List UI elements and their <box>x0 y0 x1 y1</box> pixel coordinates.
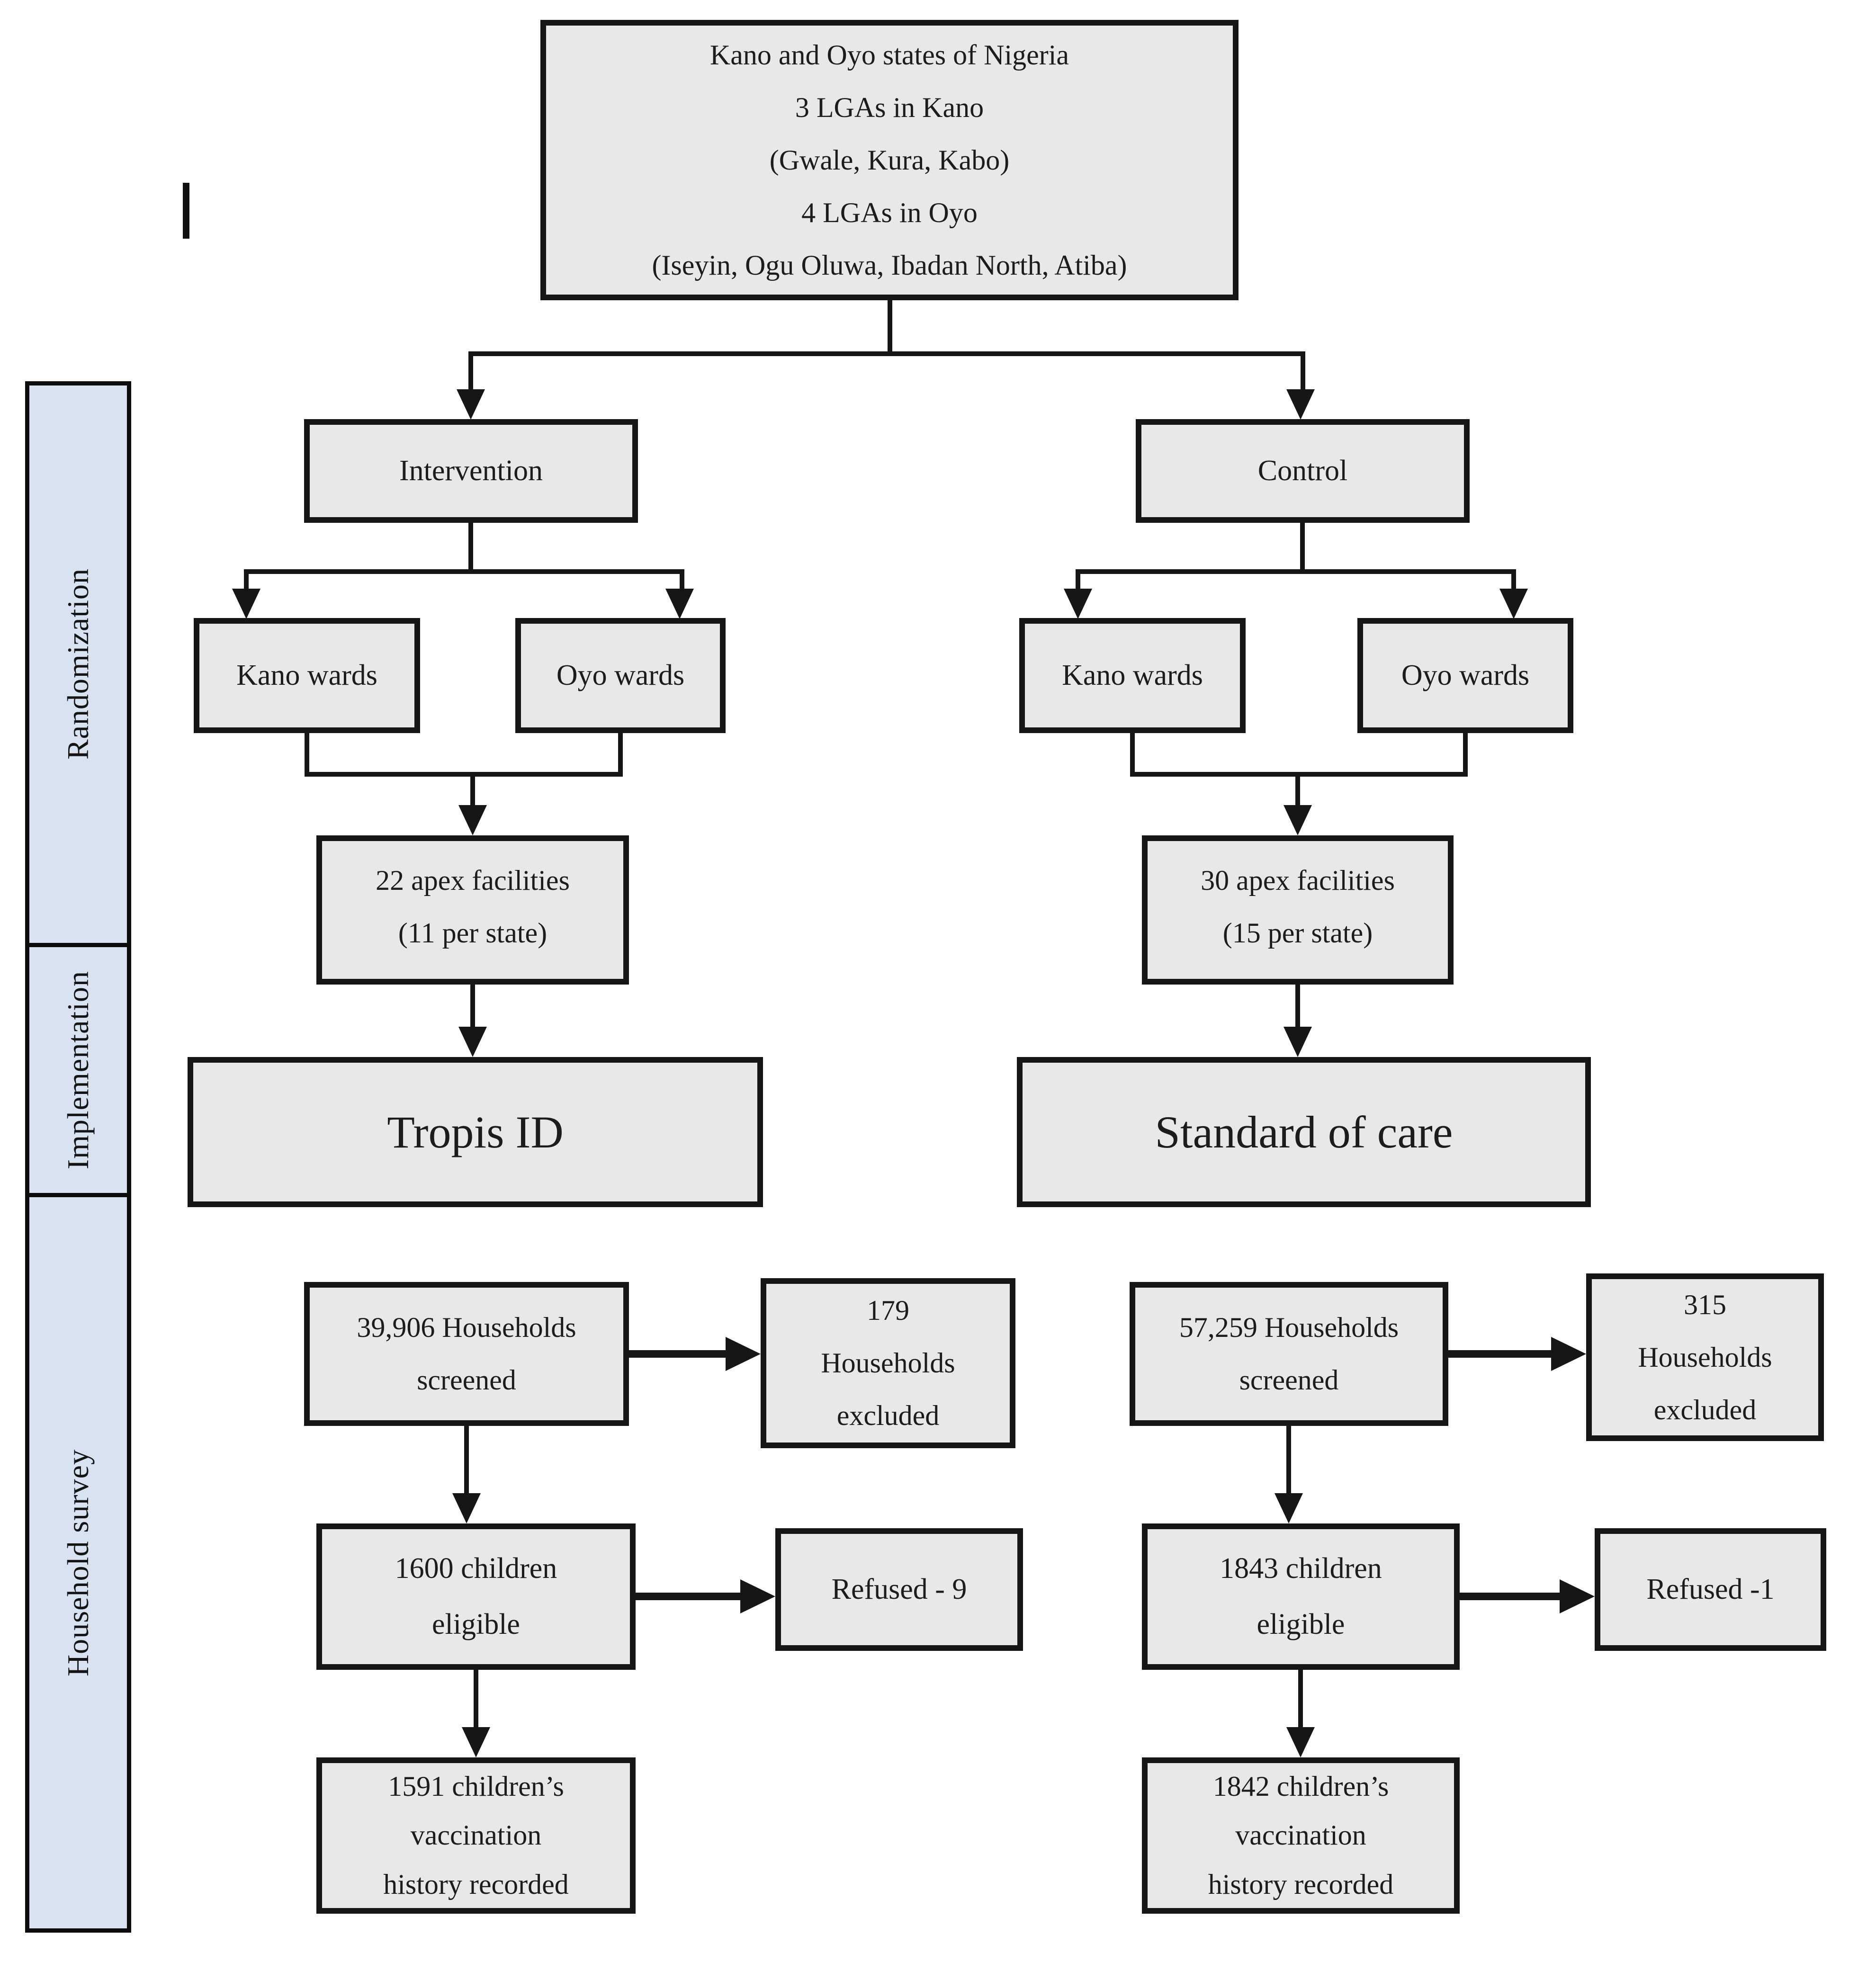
arrow-down-icon <box>1275 1493 1303 1523</box>
flow-line <box>1298 1670 1303 1730</box>
households-excluded-text: 179 Households excluded <box>821 1295 955 1431</box>
flow-line <box>474 1670 478 1730</box>
flow-line <box>470 985 475 1030</box>
intervention-children-eligible-box: 1600 children eligible <box>316 1523 636 1670</box>
control-oyo-wards-box: Oyo wards <box>1357 618 1573 733</box>
flow-line <box>618 733 623 777</box>
flow-line <box>1463 733 1468 777</box>
oyo-wards-label: Oyo wards <box>1401 659 1530 691</box>
control-apex-facilities-box: 30 apex facilities (15 per state) <box>1142 835 1454 985</box>
arrow-down-icon <box>458 805 487 835</box>
flow-line <box>1295 772 1300 808</box>
tropis-id-label: Tropis ID <box>387 1106 564 1157</box>
control-refused-box: Refused -1 <box>1595 1528 1826 1651</box>
flow-line <box>1286 1426 1291 1497</box>
intervention-kano-wards-box: Kano wards <box>194 618 420 733</box>
standard-of-care-label: Standard of care <box>1155 1106 1453 1157</box>
arrow-down-icon <box>1064 589 1092 619</box>
arrow-right-icon <box>1560 1579 1595 1613</box>
flow-line <box>464 1426 469 1497</box>
intervention-apex-facilities-box: 22 apex facilities (11 per state) <box>316 835 629 985</box>
sidebar-phase-label: Household survey <box>61 1449 95 1676</box>
control-box: Control <box>1136 419 1470 523</box>
flow-line <box>1448 1350 1555 1358</box>
sidebar-phase-household-survey: Household survey <box>25 1193 131 1933</box>
kano-wards-label: Kano wards <box>236 659 377 691</box>
stray-mark <box>183 183 189 239</box>
history-recorded-text: 1591 children’s vaccination history reco… <box>383 1771 569 1900</box>
history-recorded-text: 1842 children’s vaccination history reco… <box>1208 1771 1394 1900</box>
flow-line <box>305 733 309 777</box>
arrow-down-icon <box>452 1493 481 1523</box>
flow-line <box>1130 733 1135 777</box>
arrow-right-icon <box>740 1579 775 1613</box>
control-children-eligible-box: 1843 children eligible <box>1142 1523 1460 1670</box>
intervention-oyo-wards-box: Oyo wards <box>515 618 726 733</box>
sidebar-phase-label: Randomization <box>61 568 95 760</box>
children-eligible-text: 1843 children eligible <box>1220 1552 1382 1640</box>
apex-facilities-text: 22 apex facilities (11 per state) <box>376 865 570 949</box>
flow-line <box>305 772 623 777</box>
flow-line <box>1078 569 1516 574</box>
arrow-down-icon <box>457 389 485 420</box>
control-households-excluded-box: 315 Households excluded <box>1586 1273 1824 1441</box>
flow-line <box>470 772 475 808</box>
flow-line <box>468 351 473 393</box>
apex-facilities-text: 30 apex facilities (15 per state) <box>1201 865 1395 949</box>
arrow-down-icon <box>1284 805 1312 835</box>
states-lgas-box: Kano and Oyo states of Nigeria 3 LGAs in… <box>540 20 1239 300</box>
control-kano-wards-box: Kano wards <box>1019 618 1246 733</box>
households-screened-text: 57,259 Households screened <box>1179 1312 1399 1396</box>
flow-line <box>680 569 684 592</box>
flow-line <box>1511 569 1516 592</box>
states-lgas-text: Kano and Oyo states of Nigeria 3 LGAs in… <box>652 39 1127 281</box>
kano-wards-label: Kano wards <box>1062 659 1203 691</box>
intervention-history-recorded-box: 1591 children’s vaccination history reco… <box>316 1757 636 1914</box>
tropis-id-box: Tropis ID <box>188 1057 763 1207</box>
refused-text: Refused - 9 <box>831 1573 967 1605</box>
flow-line <box>244 569 249 592</box>
arrow-down-icon <box>1284 1027 1312 1057</box>
refused-text: Refused -1 <box>1646 1573 1775 1605</box>
arrow-down-icon <box>462 1727 490 1757</box>
control-label: Control <box>1257 454 1348 487</box>
flow-line <box>1460 1593 1564 1600</box>
arrow-down-icon <box>665 589 694 619</box>
intervention-label: Intervention <box>399 454 543 487</box>
flow-line <box>1301 351 1305 393</box>
arrow-right-icon <box>726 1337 761 1371</box>
intervention-refused-box: Refused - 9 <box>775 1528 1023 1651</box>
arrow-down-icon <box>1499 589 1528 619</box>
arrow-down-icon <box>232 589 260 619</box>
flow-line <box>1300 523 1305 574</box>
flow-line <box>246 569 684 574</box>
flow-line <box>469 351 1305 356</box>
flow-line <box>636 1593 745 1600</box>
arrow-right-icon <box>1551 1337 1586 1371</box>
arrow-down-icon <box>1286 389 1315 420</box>
arrow-down-icon <box>458 1027 487 1057</box>
sidebar-phase-implementation: Implementation <box>25 943 131 1197</box>
standard-of-care-box: Standard of care <box>1017 1057 1591 1207</box>
oyo-wards-label: Oyo wards <box>556 659 685 691</box>
sidebar-phase-label: Implementation <box>61 970 95 1170</box>
flow-line <box>1076 569 1080 592</box>
flow-line <box>468 523 473 574</box>
arrow-down-icon <box>1286 1727 1315 1757</box>
households-excluded-text: 315 Households excluded <box>1638 1289 1772 1425</box>
control-history-recorded-box: 1842 children’s vaccination history reco… <box>1142 1757 1460 1914</box>
intervention-box: Intervention <box>304 419 638 523</box>
control-households-screened-box: 57,259 Households screened <box>1130 1282 1448 1426</box>
intervention-households-excluded-box: 179 Households excluded <box>761 1278 1015 1448</box>
households-screened-text: 39,906 Households screened <box>357 1312 576 1396</box>
sidebar-phase-randomization: Randomization <box>25 381 131 947</box>
flow-line <box>888 300 892 356</box>
flow-line <box>1295 985 1300 1030</box>
flow-line <box>629 1350 729 1358</box>
children-eligible-text: 1600 children eligible <box>395 1552 557 1640</box>
intervention-households-screened-box: 39,906 Households screened <box>304 1282 629 1426</box>
